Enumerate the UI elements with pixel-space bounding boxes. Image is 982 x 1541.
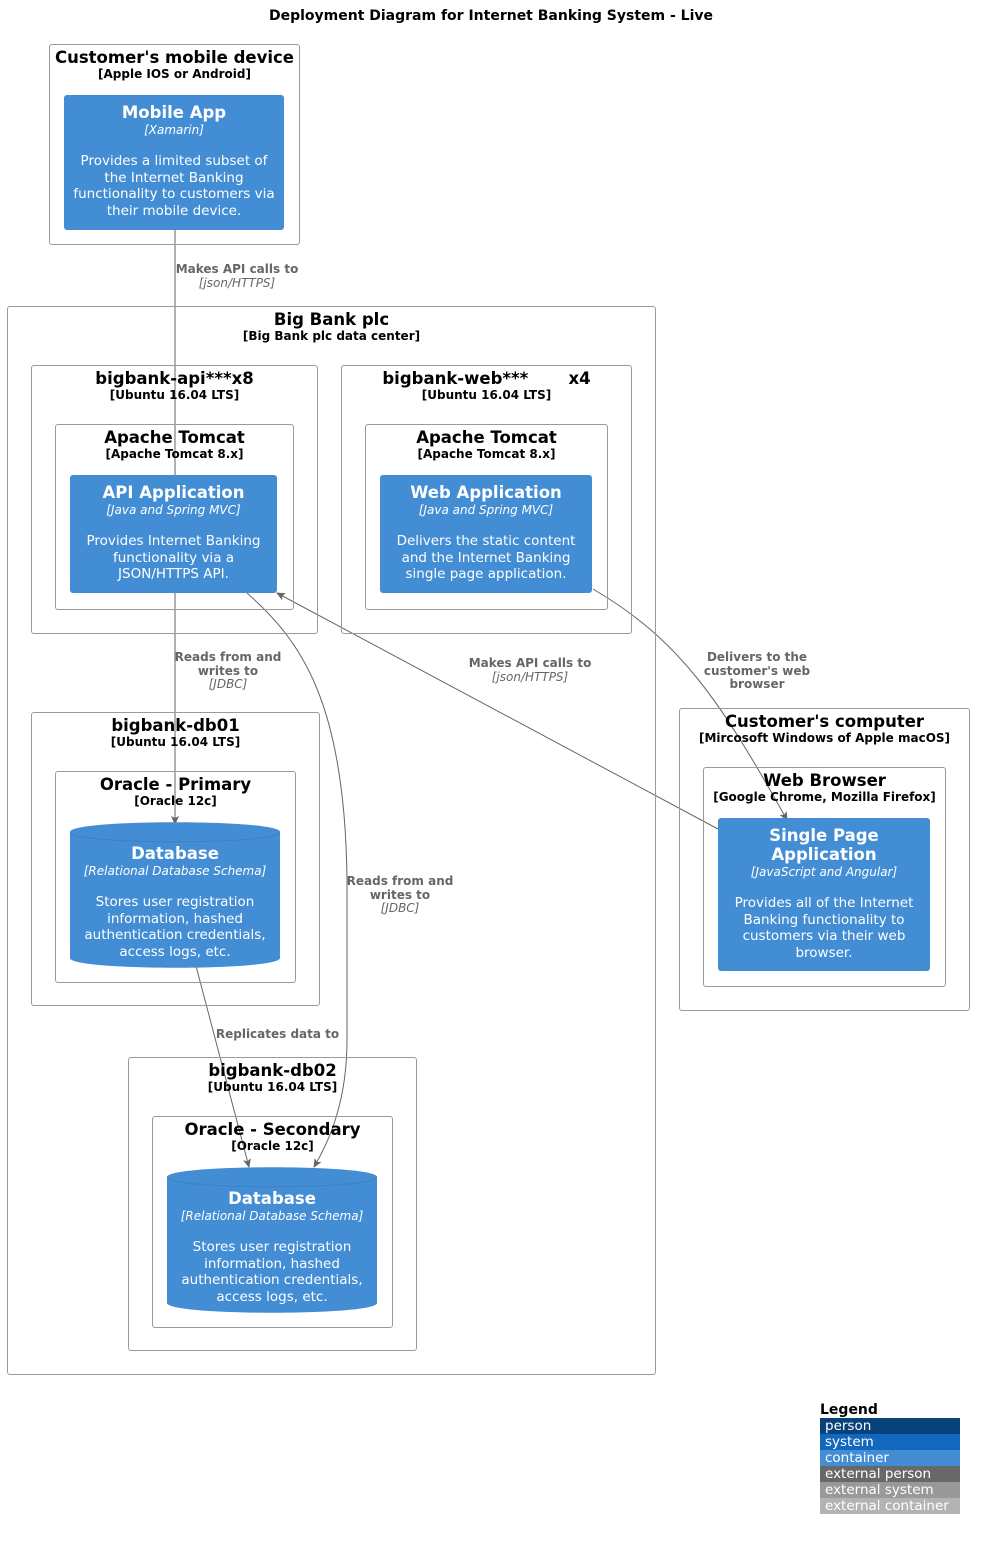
edge-label-text: Reads from and writes to bbox=[174, 650, 282, 678]
diagram-title: Deployment Diagram for Internet Banking … bbox=[268, 8, 714, 24]
node-tech: [Oracle 12c] bbox=[231, 1139, 314, 1153]
node-bigbank-web: bigbank-web*** x4 [Ubuntu 16.04 LTS] bbox=[341, 365, 632, 634]
node-tech: [Google Chrome, Mozilla Firefox] bbox=[713, 790, 936, 804]
container-database-secondary[interactable]: Database [Relational Database Schema] St… bbox=[167, 1167, 377, 1313]
edge-label-text: Replicates data to bbox=[215, 1027, 340, 1041]
edge-label-text: Delivers to the customer's web browser bbox=[703, 650, 811, 691]
edge-label-spa-to-api: Makes API calls to [json/HTTPS] bbox=[455, 656, 605, 684]
node-oracle-primary: Oracle - Primary [Oracle 12c] bbox=[55, 771, 296, 983]
legend-item-external-system: external system bbox=[820, 1482, 960, 1498]
node-oracle-secondary: Oracle - Secondary [Oracle 12c] bbox=[152, 1116, 393, 1328]
container-name: API Application bbox=[102, 483, 245, 502]
container-desc: Provides all of the Internet Banking fun… bbox=[734, 895, 914, 961]
container-desc: Provides a limited subset of the Interne… bbox=[73, 153, 275, 219]
node-name: bigbank-db01 bbox=[111, 716, 240, 735]
container-tech: [Java and Spring MVC] bbox=[418, 503, 554, 517]
node-api-tomcat: Apache Tomcat [Apache Tomcat 8.x] bbox=[55, 424, 294, 610]
node-tech: [Apache Tomcat 8.x] bbox=[417, 447, 556, 461]
container-name: Web Application bbox=[410, 483, 562, 502]
container-desc: Stores user registration information, ha… bbox=[181, 1239, 363, 1305]
node-name: Web Browser bbox=[763, 771, 886, 790]
legend-item-external-person: external person bbox=[820, 1466, 960, 1482]
edge-label-protocol: [JDBC] bbox=[380, 901, 420, 915]
node-bigbank-db01: bigbank-db01 [Ubuntu 16.04 LTS] bbox=[31, 712, 320, 1006]
container-api-application[interactable]: API Application [Java and Spring MVC] Pr… bbox=[70, 475, 277, 593]
edge-label-text: Reads from and writes to bbox=[346, 874, 454, 902]
node-tech: [Apple IOS or Android] bbox=[98, 67, 251, 81]
edge-label-protocol: [json/HTTPS] bbox=[491, 669, 569, 684]
node-name: Big Bank plc bbox=[273, 310, 390, 329]
node-web-browser: Web Browser [Google Chrome, Mozilla Fire… bbox=[703, 767, 946, 987]
legend-item-external-container: external container bbox=[820, 1498, 960, 1514]
edge-spa-to-api bbox=[276, 592, 719, 830]
edge-label-api-to-secondary: Reads from and writes to [JDBC] bbox=[340, 874, 460, 916]
container-tech: [Relational Database Schema] bbox=[180, 1209, 364, 1223]
node-tech: [Big Bank plc data center] bbox=[242, 329, 421, 343]
node-tech: [Apache Tomcat 8.x] bbox=[105, 447, 244, 461]
container-single-page-application[interactable]: Single Page Application [JavaScript and … bbox=[718, 818, 930, 971]
edge-label-protocol: [json/HTTPS] bbox=[198, 275, 276, 290]
container-desc: Provides Internet Banking functionality … bbox=[86, 533, 261, 582]
node-name: bigbank-db02 bbox=[208, 1061, 337, 1080]
container-web-application[interactable]: Web Application [Java and Spring MVC] De… bbox=[380, 475, 592, 593]
edge-label-api-to-primary: Reads from and writes to [JDBC] bbox=[168, 650, 288, 692]
container-tech: [Java and Spring MVC] bbox=[106, 503, 241, 517]
edge-label-web-to-spa: Delivers to the customer's web browser bbox=[697, 650, 817, 692]
edge-api-to-secondary bbox=[246, 592, 348, 1168]
node-bigbank-db02: bigbank-db02 [Ubuntu 16.04 LTS] bbox=[128, 1057, 417, 1351]
node-name: Customer's mobile device bbox=[54, 48, 294, 67]
legend: Legend person system container external … bbox=[820, 1402, 960, 1514]
edge-label-replicates: Replicates data to bbox=[205, 1027, 350, 1042]
node-bigbank-api: bigbank-api***x8 [Ubuntu 16.04 LTS] bbox=[31, 365, 318, 634]
node-name: Apache Tomcat bbox=[416, 428, 557, 447]
node-tech: [Ubuntu 16.04 LTS] bbox=[109, 388, 240, 402]
container-desc: Stores user registration information, ha… bbox=[84, 894, 266, 960]
container-name: Database bbox=[228, 1189, 316, 1208]
node-name: bigbank-web*** x4 bbox=[382, 369, 591, 388]
node-customer-computer: Customer's computer [Mircosoft Windows o… bbox=[679, 708, 970, 1011]
node-name: Apache Tomcat bbox=[104, 428, 245, 447]
edge-replicates bbox=[195, 965, 251, 1168]
node-name: bigbank-api***x8 bbox=[95, 369, 254, 388]
container-tech: [JavaScript and Angular] bbox=[750, 865, 898, 879]
container-database-primary[interactable]: Database [Relational Database Schema] St… bbox=[70, 822, 280, 968]
node-web-tomcat: Apache Tomcat [Apache Tomcat 8.x] bbox=[365, 424, 608, 610]
database-cylinder-icon bbox=[167, 1167, 377, 1313]
edge-label-mobile-to-api: Makes API calls to [json/HTTPS] bbox=[162, 262, 312, 290]
database-cylinder-icon bbox=[70, 822, 280, 968]
legend-item-system: system bbox=[820, 1434, 960, 1450]
node-tech: [Ubuntu 16.04 LTS] bbox=[207, 1080, 338, 1094]
node-tech: [Ubuntu 16.04 LTS] bbox=[421, 388, 552, 402]
container-tech: [Xamarin] bbox=[144, 123, 204, 137]
edge-label-text: Makes API calls to bbox=[468, 656, 592, 670]
legend-title: Legend bbox=[820, 1402, 878, 1418]
container-name: Mobile App bbox=[121, 103, 227, 122]
container-mobile-app[interactable]: Mobile App [Xamarin] Provides a limited … bbox=[64, 95, 284, 230]
node-tech: [Mircosoft Windows of Apple macOS] bbox=[698, 731, 951, 745]
legend-item-person: person bbox=[820, 1418, 960, 1434]
container-name: Database bbox=[131, 844, 219, 863]
edge-web-to-spa bbox=[592, 588, 788, 821]
container-name: Single Page Application bbox=[769, 826, 879, 864]
edge-label-text: Makes API calls to bbox=[175, 262, 299, 276]
edge-label-protocol: [JDBC] bbox=[208, 677, 248, 691]
container-desc: Delivers the static content and the Inte… bbox=[396, 533, 576, 582]
node-big-bank: Big Bank plc [Big Bank plc data center] bbox=[7, 306, 656, 1375]
node-tech: [Oracle 12c] bbox=[134, 794, 217, 808]
node-name: Oracle - Primary bbox=[99, 775, 252, 794]
legend-item-container: container bbox=[820, 1450, 960, 1466]
node-name: Oracle - Secondary bbox=[184, 1120, 361, 1139]
container-tech: [Relational Database Schema] bbox=[83, 864, 267, 878]
node-mobile-device: Customer's mobile device [Apple IOS or A… bbox=[49, 44, 300, 245]
node-tech: [Ubuntu 16.04 LTS] bbox=[110, 735, 241, 749]
node-name: Customer's computer bbox=[724, 712, 925, 731]
